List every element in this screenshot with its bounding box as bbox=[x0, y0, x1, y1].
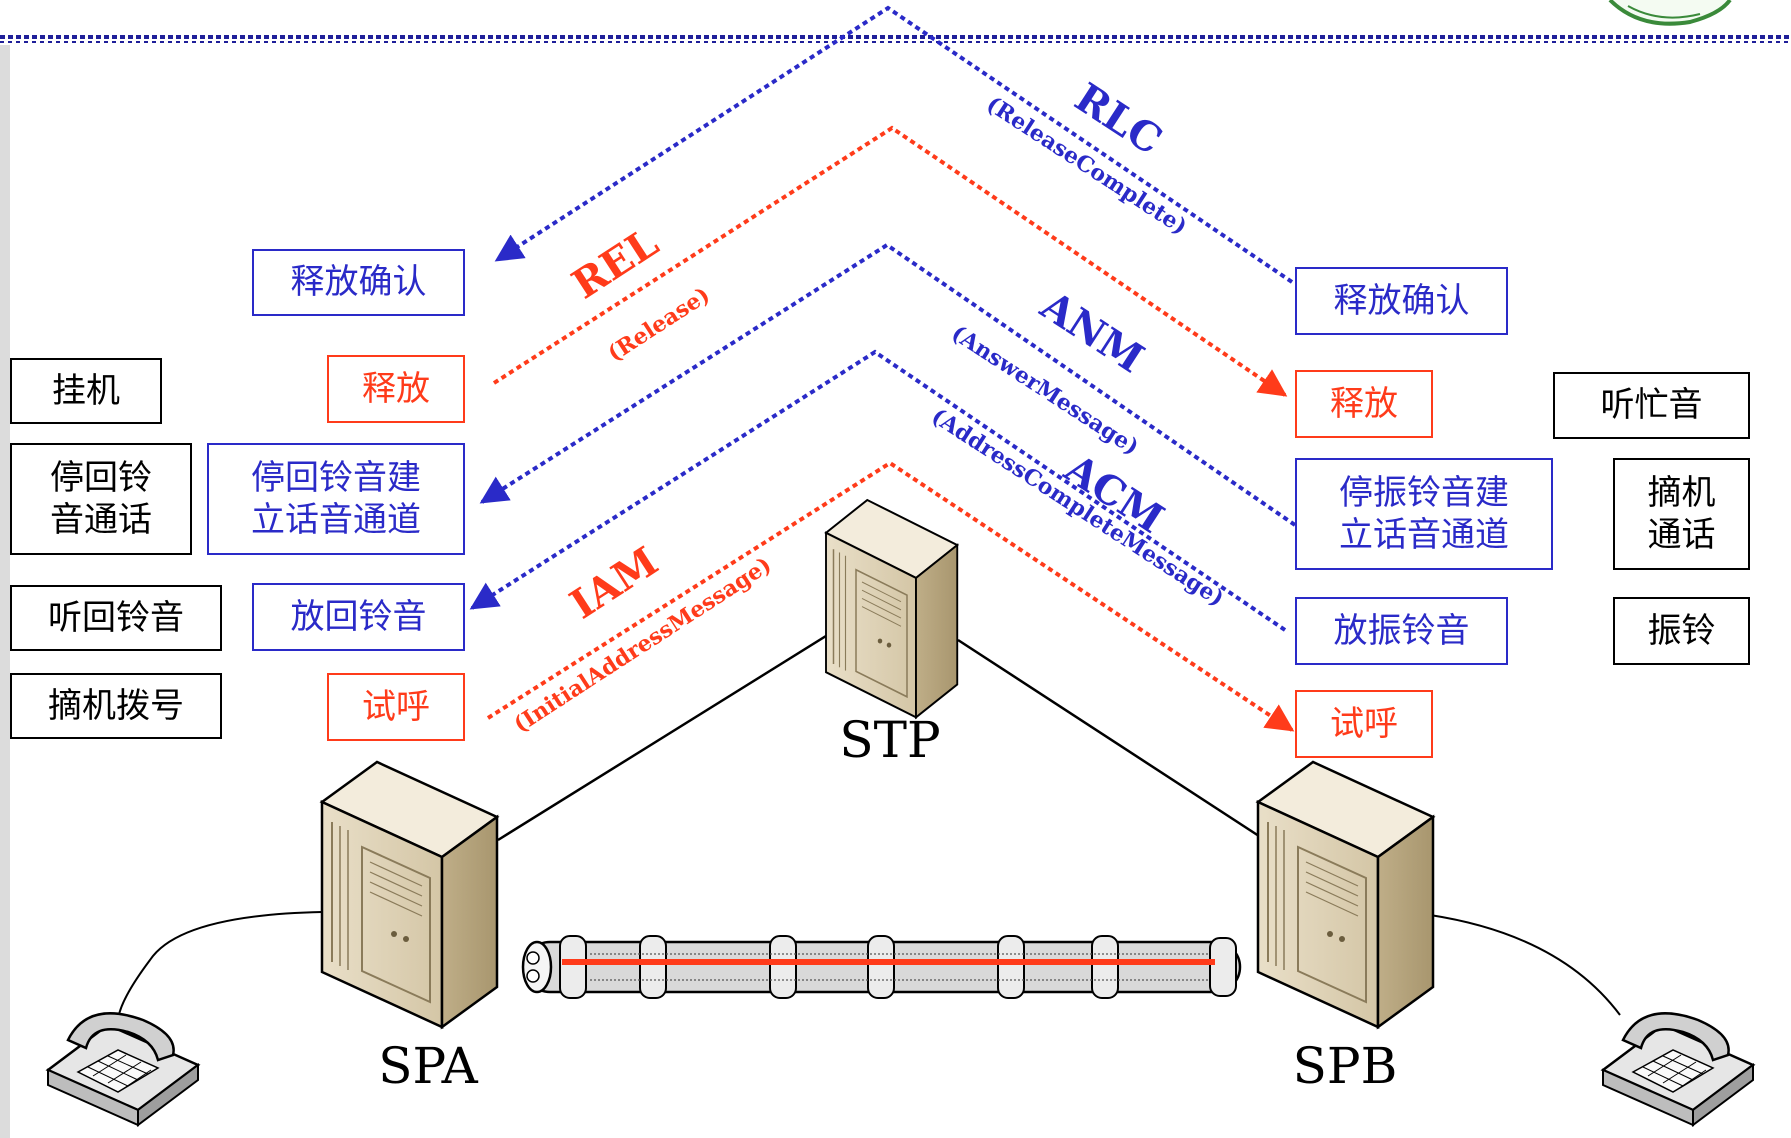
msg-rel-full: (Release) bbox=[603, 282, 715, 367]
switch-a-stop-ringback-build: 停回铃音建 立话音通道 bbox=[207, 443, 465, 555]
switch-b-release-ack: 释放确认 bbox=[1295, 267, 1508, 335]
msg-anm-line bbox=[479, 242, 1297, 527]
trunk-cable-icon bbox=[521, 935, 1242, 999]
switch-a-try-call: 试呼 bbox=[327, 673, 465, 741]
telephone-a-icon bbox=[46, 1012, 200, 1127]
msg-rel-line bbox=[492, 125, 1288, 397]
switch-a-release-ack: 释放确认 bbox=[252, 249, 465, 316]
user-a-offhook-dial: 摘机拨号 bbox=[10, 673, 222, 739]
user-a-hangup: 挂机 bbox=[10, 358, 162, 424]
switch-b-play-ringing: 放振铃音 bbox=[1295, 597, 1508, 665]
msg-acm-full: (AddressCompleteMessage) bbox=[927, 403, 1229, 612]
server-spa-icon bbox=[320, 760, 499, 1029]
link-stp-spb bbox=[957, 638, 1263, 840]
msg-anm-abbr: ANM bbox=[1032, 281, 1152, 382]
user-b-offhook-talk: 摘机 通话 bbox=[1613, 458, 1750, 570]
left-margin-shade bbox=[0, 45, 10, 1138]
msg-rel-abbr: REL bbox=[564, 219, 667, 308]
switch-b-stop-ringing-build: 停振铃音建 立话音通道 bbox=[1295, 458, 1553, 570]
user-a-hear-ringback: 听回铃音 bbox=[10, 585, 222, 651]
node-label-spa: SPA bbox=[378, 1037, 478, 1095]
switch-a-release: 释放 bbox=[327, 355, 465, 423]
server-stp-icon bbox=[824, 498, 959, 719]
node-label-stp: STP bbox=[839, 711, 940, 769]
cord-a bbox=[117, 911, 323, 1021]
node-label-spb: SPB bbox=[1293, 1037, 1398, 1095]
telephone-b-icon bbox=[1601, 1012, 1755, 1127]
user-b-busy-tone: 听忙音 bbox=[1553, 372, 1750, 439]
switch-b-try-call: 试呼 bbox=[1295, 690, 1433, 758]
logo-icon bbox=[1608, 0, 1732, 26]
msg-rlc-line bbox=[494, 5, 1294, 284]
switch-b-release: 释放 bbox=[1295, 370, 1433, 438]
msg-acm-line bbox=[469, 349, 1287, 632]
user-a-stop-ringback-talk: 停回铃 音通话 bbox=[10, 443, 192, 555]
user-b-ringing: 振铃 bbox=[1613, 597, 1750, 665]
link-spa-stp bbox=[497, 634, 827, 842]
switch-a-play-ringback: 放回铃音 bbox=[252, 583, 465, 651]
cord-b bbox=[1429, 914, 1621, 1016]
server-spb-icon bbox=[1256, 760, 1435, 1029]
